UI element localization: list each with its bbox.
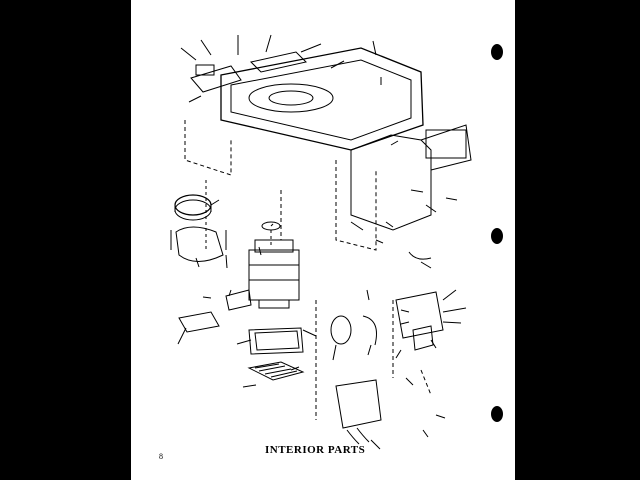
diagram-caption: INTERIOR PARTS <box>265 444 366 456</box>
line-art: 48 47 46 49 53 51 41 54 40 79 80 60 55 5… <box>170 34 472 450</box>
punch-hole-bottom <box>491 406 503 422</box>
page-number: 8 <box>159 452 163 461</box>
parts-diagram-sheet: 48 47 46 49 53 51 41 54 40 79 80 60 55 5… <box>131 0 515 480</box>
punch-hole-middle <box>491 228 503 244</box>
punch-hole-top <box>491 44 503 60</box>
exploded-view-drawing: 48 47 46 49 53 51 41 54 40 79 80 60 55 5… <box>170 34 472 450</box>
